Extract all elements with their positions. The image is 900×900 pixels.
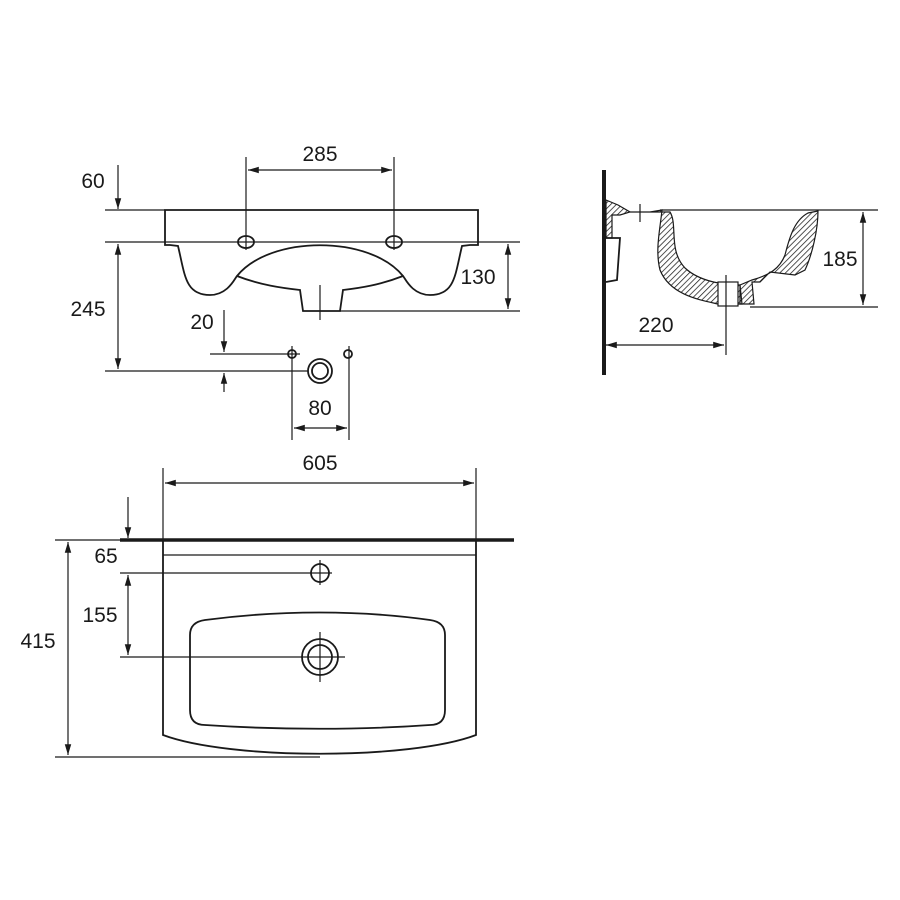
basin-front-outline xyxy=(164,209,479,312)
dim-245: 245 xyxy=(70,298,105,321)
dim-130: 130 xyxy=(460,266,495,289)
dim-415: 415 xyxy=(20,630,55,653)
dim-220: 220 xyxy=(638,314,673,337)
dim-155: 155 xyxy=(82,604,117,627)
dim-80: 80 xyxy=(308,397,331,420)
dim-605: 605 xyxy=(302,452,337,475)
dim-65: 65 xyxy=(94,545,117,568)
dim-20: 20 xyxy=(190,311,213,334)
bowl-rim-curve xyxy=(236,244,404,277)
inner-bowl xyxy=(189,611,446,730)
dim-285: 285 xyxy=(302,143,337,166)
front-view: 285 60 245 130 20 80 xyxy=(70,143,520,440)
basin-top-outline xyxy=(162,540,477,755)
bowl-section-right xyxy=(739,210,819,305)
drain-outer xyxy=(307,358,333,384)
top-view: 605 65 155 415 xyxy=(20,452,514,758)
side-view: 185 220 xyxy=(602,170,878,375)
dim-185: 185 xyxy=(822,248,857,271)
dim-60: 60 xyxy=(81,170,104,193)
